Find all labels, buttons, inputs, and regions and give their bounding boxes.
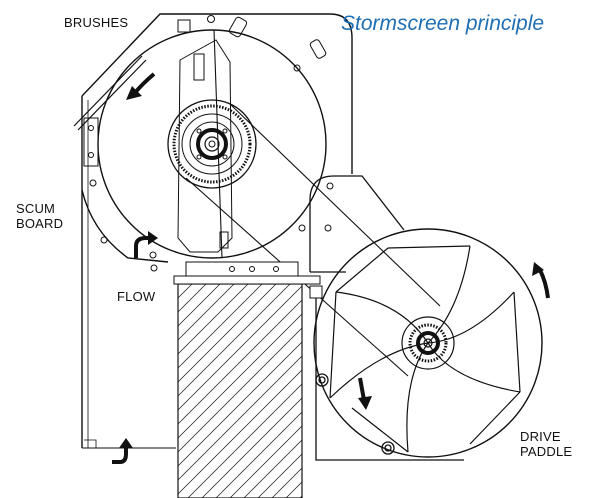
brushes-lines	[73, 55, 147, 131]
flow-arrow-upper-icon	[134, 231, 158, 258]
scum-board-bracket	[83, 117, 99, 167]
paddle-arrow-right-icon	[532, 262, 550, 299]
drive-housing	[309, 175, 464, 461]
diagram-title: Stormscreen principle	[341, 12, 545, 35]
wall-top-plate	[173, 261, 323, 299]
housing-bolts	[89, 15, 334, 272]
upper-drum	[97, 29, 327, 259]
channel-wall	[177, 283, 303, 498]
rotation-arrow-drum-icon	[126, 72, 156, 100]
paddle-arrow-down-icon	[358, 377, 372, 410]
label-drive-paddle: DRIVE PADDLE	[520, 429, 573, 459]
label-scum-board: SCUM BOARD	[16, 201, 64, 231]
brush-plate	[177, 39, 233, 253]
label-flow: FLOW	[117, 289, 156, 304]
flow-arrow-lower-icon	[112, 438, 133, 464]
drive-paddle-wheel	[313, 228, 543, 458]
label-brushes: BRUSHES	[64, 15, 129, 30]
